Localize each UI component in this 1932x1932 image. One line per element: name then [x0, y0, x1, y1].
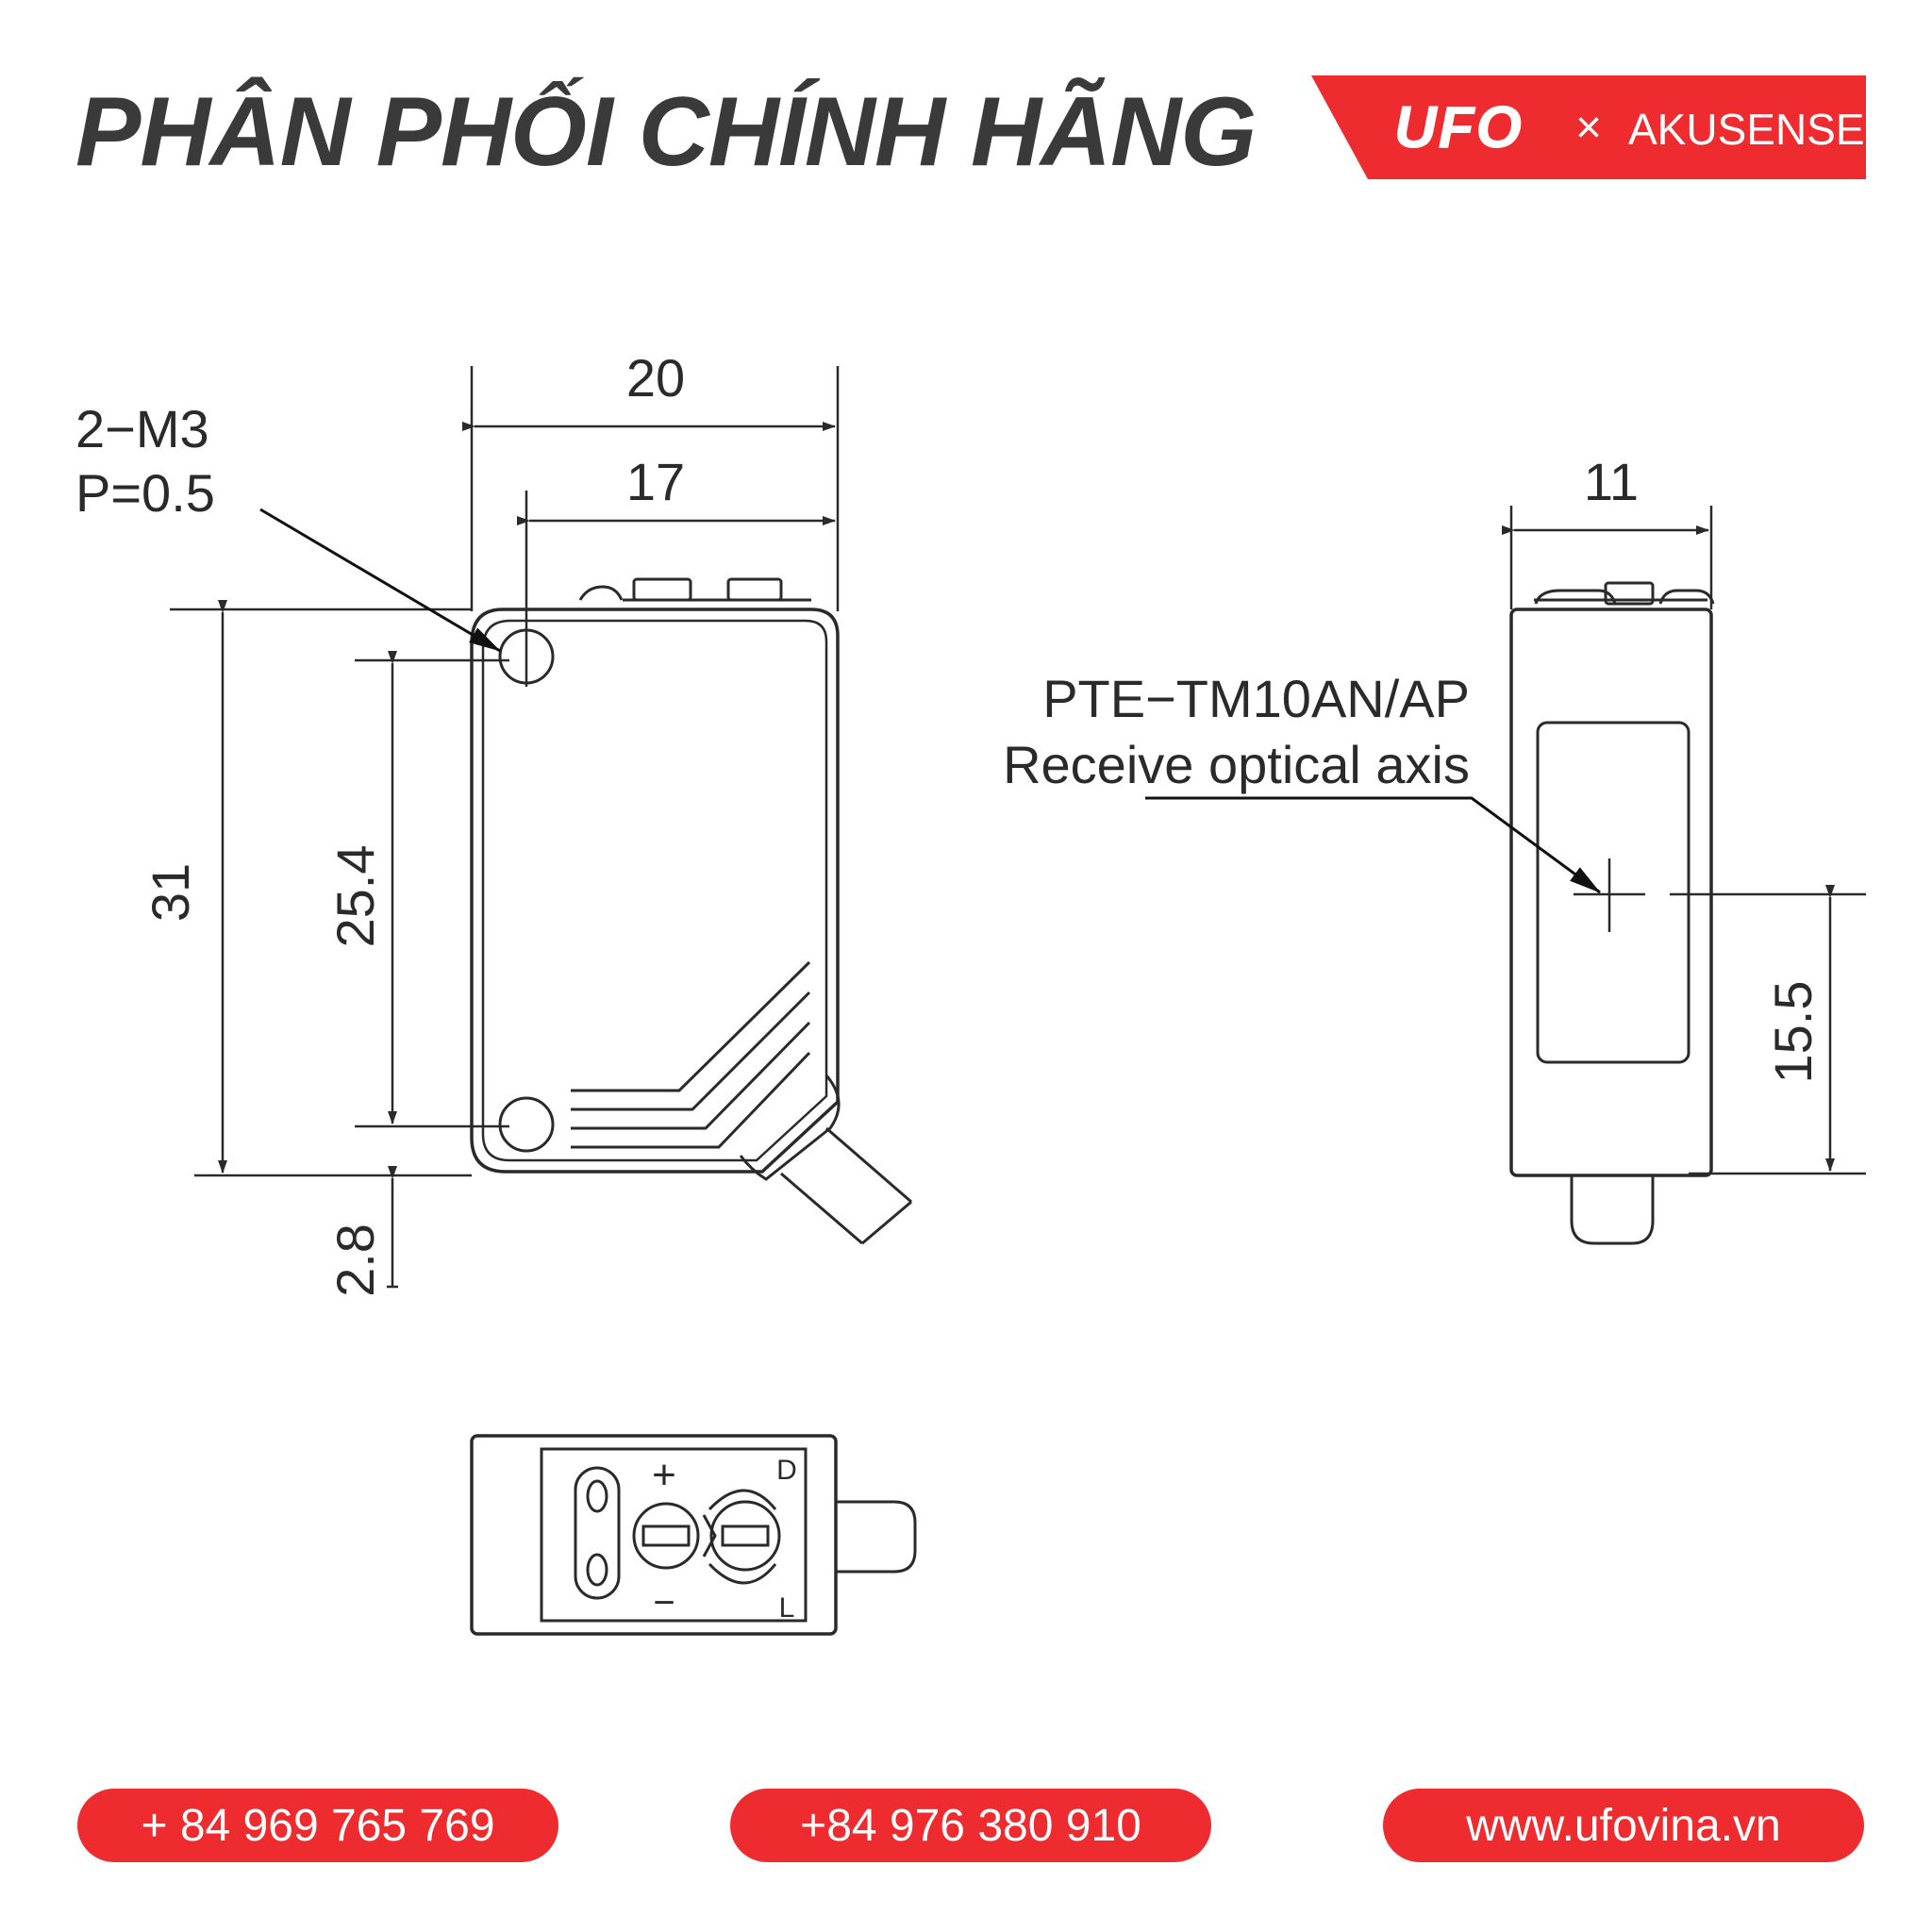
mode-switch — [709, 1500, 781, 1572]
callout-mount-thread: 2−M3 — [75, 399, 209, 458]
side-view — [1509, 581, 1715, 1245]
brand-separator: × — [1575, 103, 1603, 153]
brand-banner-shape — [1311, 75, 1866, 179]
dim-optical-axis-height: 15.5 — [1763, 981, 1823, 1084]
contact-phone-2[interactable]: +84 976 380 910 — [730, 1789, 1211, 1862]
sensitivity-knob — [632, 1502, 700, 1570]
dim-side-width: 11 — [1584, 452, 1639, 511]
brand-partner-name: AKUSENSE — [1628, 105, 1865, 154]
panel-minus-symbol: − — [653, 1582, 675, 1624]
panel-light-symbol: L — [779, 1592, 795, 1624]
indicator-slot — [574, 1466, 621, 1600]
callout-axis-leader — [1145, 796, 1601, 894]
callout-mount-pitch: P=0.5 — [75, 463, 215, 523]
side-dimensions — [1502, 506, 1866, 1175]
top-view — [470, 1434, 917, 1636]
panel-plus-symbol: + — [652, 1452, 676, 1498]
front-view — [470, 577, 912, 1245]
dim-width-total: 20 — [626, 348, 685, 408]
dim-hole-spacing-vertical: 25.4 — [325, 845, 385, 948]
contact-phone-1[interactable]: + 84 969 765 769 — [77, 1789, 558, 1862]
panel-dark-symbol: D — [776, 1455, 797, 1486]
dim-hole-offset-bottom: 2.8 — [325, 1224, 385, 1297]
dim-hole-spacing-horizontal: 17 — [626, 452, 685, 511]
dim-height-total: 31 — [141, 863, 200, 922]
page-headline: PHÂN PHỐI CHÍNH HÃNG — [75, 77, 1257, 187]
brand-banner: UFO × AKUSENSE — [1311, 75, 1866, 179]
brand-logo-ufo: UFO — [1394, 95, 1524, 161]
callout-mount-leader — [259, 508, 501, 653]
contact-website[interactable]: www.ufovina.vn — [1383, 1789, 1864, 1862]
mount-hole-bottom — [498, 1096, 555, 1153]
callout-axis-label: Receive optical axis — [1003, 735, 1470, 794]
front-dimensions — [170, 366, 840, 1289]
callout-model: PTE−TM10AN/AP — [1042, 669, 1470, 728]
